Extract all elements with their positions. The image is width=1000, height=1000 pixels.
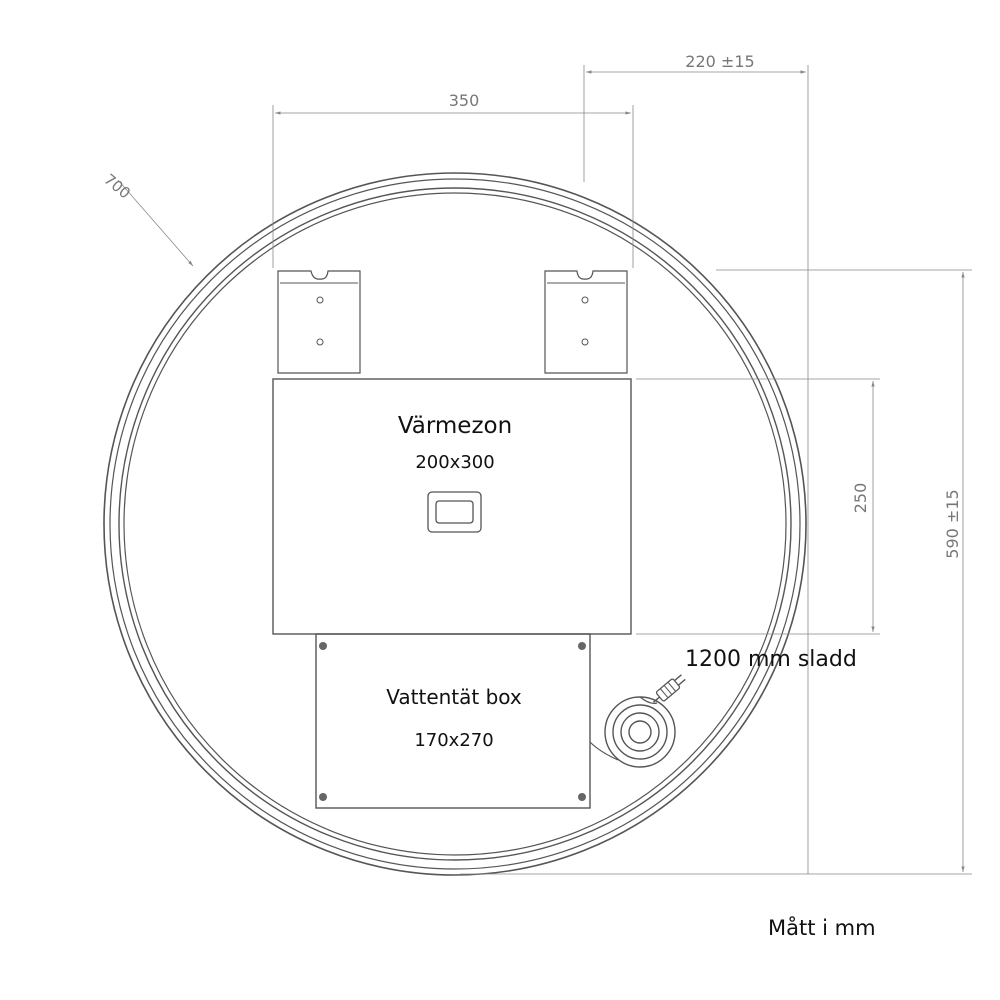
units-note: Mått i mm — [768, 915, 876, 940]
right-wall-bracket — [544, 270, 628, 374]
left-wall-bracket — [277, 270, 361, 374]
heat-zone-size: 200x300 — [415, 452, 494, 473]
heat-zone-height-dimension: 250 — [636, 378, 880, 635]
bracket-spacing-dimension: 350 — [272, 91, 634, 268]
heat-zone: Värmezon 200x300 — [272, 378, 632, 635]
waterproof-box-size: 170x270 — [414, 730, 493, 751]
heat-zone-switch — [427, 491, 482, 533]
cable-label: 1200 mm sladd — [685, 647, 857, 672]
plug-icon — [652, 674, 686, 703]
overall-height-dimension: 590 ±15 — [460, 269, 972, 875]
power-cable-coil: 1200 mm sladd — [589, 647, 857, 768]
heat-zone-height-label: 250 — [851, 483, 870, 514]
diameter-label: 700 — [100, 170, 134, 202]
overall-height-label: 590 ±15 — [943, 489, 962, 558]
bracket-spacing-label: 350 — [449, 91, 480, 110]
diameter-dimension: 700 — [100, 170, 194, 267]
waterproof-box: Vattentät box 170x270 — [315, 633, 591, 809]
heat-zone-title: Värmezon — [398, 413, 512, 439]
wall-offset-label: 220 ±15 — [685, 52, 754, 71]
waterproof-box-title: Vattentät box — [386, 685, 522, 709]
mirror-outline — [103, 172, 807, 876]
wall-offset-dimension: 220 ±15 — [583, 52, 809, 874]
